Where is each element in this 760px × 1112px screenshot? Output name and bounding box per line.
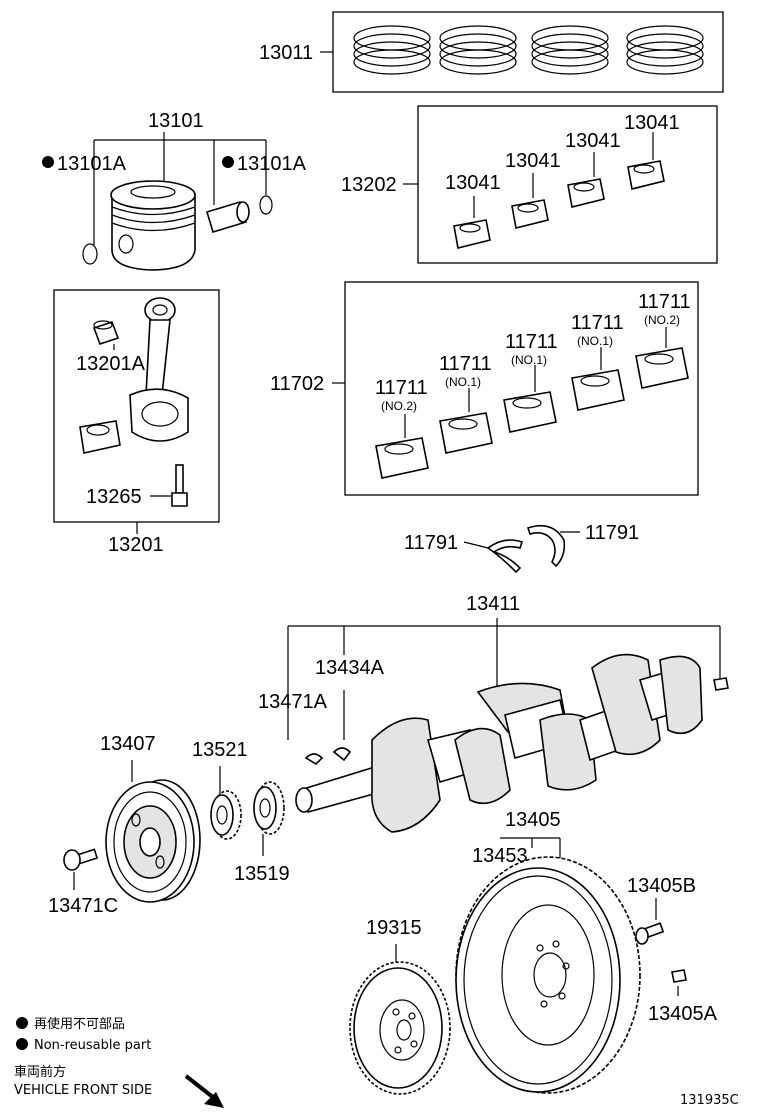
snap-ring-left (82, 243, 98, 265)
legend-non-reusable-jp: 再使用不可部品 (34, 1016, 125, 1032)
label-11711-3: 11711 (505, 331, 558, 353)
label-13434a: 13434A (315, 657, 385, 679)
legend-vehicle-front-jp: 車両前方 (14, 1064, 66, 1080)
thrust-washer-right (526, 524, 566, 568)
crankshaft-pulley (105, 779, 201, 903)
label-11791-left: 11791 (404, 532, 458, 554)
label-11702: 11702 (270, 373, 324, 395)
legend-non-reusable-en: Non-reusable part (34, 1038, 151, 1053)
thrust-washer-left (486, 539, 524, 574)
crank-bearing-shell (571, 369, 625, 411)
snap-ring-right (259, 195, 273, 215)
non-reusable-marker (42, 156, 54, 168)
vehicle-front-arrow-icon (184, 1074, 224, 1108)
flywheel-bolt (635, 922, 665, 945)
label-13202: 13202 (341, 174, 397, 196)
flywheel-pin (671, 969, 687, 983)
drive-plate (349, 961, 451, 1095)
legend-marker-2 (16, 1038, 28, 1050)
piston (110, 180, 196, 271)
sublabel-no1-2: (NO.1) (511, 353, 547, 367)
label-13265: 13265 (86, 486, 142, 508)
crank-bearing-shell (439, 412, 493, 454)
piston-pin (206, 201, 250, 233)
label-11711-1: 11711 (375, 377, 428, 399)
piston-ring-stack (626, 25, 704, 75)
label-13041-4: 13041 (624, 112, 680, 134)
flywheel (455, 856, 641, 1094)
label-13041-1: 13041 (445, 172, 501, 194)
crankshaft (295, 653, 703, 833)
label-13453: 13453 (472, 845, 528, 867)
pin-crank-rear (713, 677, 729, 691)
label-13407: 13407 (100, 733, 156, 755)
label-13471a: 13471A (258, 691, 328, 713)
non-reusable-marker (222, 156, 234, 168)
piston-ring-stack (353, 25, 431, 75)
crank-bearing-shell (503, 391, 557, 433)
sublabel-no1-1: (NO.1) (445, 375, 481, 389)
label-11711-4: 11711 (571, 312, 624, 334)
label-13519: 13519 (234, 863, 290, 885)
label-13405a: 13405A (648, 1003, 718, 1025)
pulley-bolt (63, 848, 99, 871)
piston-ring-stack (531, 25, 609, 75)
piston-ring-stack (439, 25, 517, 75)
crank-bearing-shell (375, 437, 429, 479)
label-13405: 13405 (505, 809, 561, 831)
piston-ring-set-box (320, 11, 724, 93)
label-13041-2: 13041 (505, 150, 561, 172)
crank-bearing-shell (635, 347, 689, 389)
sublabel-no2-1: (NO.2) (381, 399, 417, 413)
crank-timing-gear (210, 790, 242, 840)
sublabel-no2-2: (NO.2) (644, 313, 680, 327)
label-13201: 13201 (108, 534, 164, 556)
label-13521: 13521 (192, 739, 248, 761)
label-13405b: 13405B (627, 875, 696, 897)
connecting-rod (129, 297, 189, 442)
conrod-bearing-shell (79, 420, 121, 454)
label-19315: 19315 (366, 917, 422, 939)
small-end-bushing (92, 320, 120, 346)
key-13434a (332, 747, 352, 762)
label-11791-right: 11791 (585, 522, 639, 544)
legend-marker-1 (16, 1017, 28, 1029)
label-13201a: 13201A (76, 353, 146, 375)
label-13101a-left: 13101A (57, 153, 127, 175)
woodruff-key-13471a (304, 753, 324, 766)
label-13471c: 13471C (48, 895, 118, 917)
conrod-bearing-shell (567, 178, 605, 208)
label-11711-2: 11711 (439, 353, 492, 375)
diagram-code: 131935C (680, 1093, 739, 1108)
crank-bearing-set-box (344, 281, 699, 496)
crank-position-sensor-plate (253, 781, 285, 835)
label-13411: 13411 (466, 593, 520, 615)
conrod-bearing-shell (627, 160, 665, 190)
label-13101: 13101 (148, 110, 204, 132)
legend-vehicle-front-en: VEHICLE FRONT SIDE (14, 1083, 152, 1098)
label-13101a-right: 13101A (237, 153, 307, 175)
label-13041-3: 13041 (565, 130, 621, 152)
label-11711-5: 11711 (638, 291, 691, 313)
conrod-bearing-shell (453, 219, 491, 249)
label-13011: 13011 (259, 42, 313, 64)
sublabel-no1-3: (NO.1) (577, 334, 613, 348)
conrod-bearing-shell (511, 199, 549, 229)
conrod-bolt (171, 464, 188, 507)
